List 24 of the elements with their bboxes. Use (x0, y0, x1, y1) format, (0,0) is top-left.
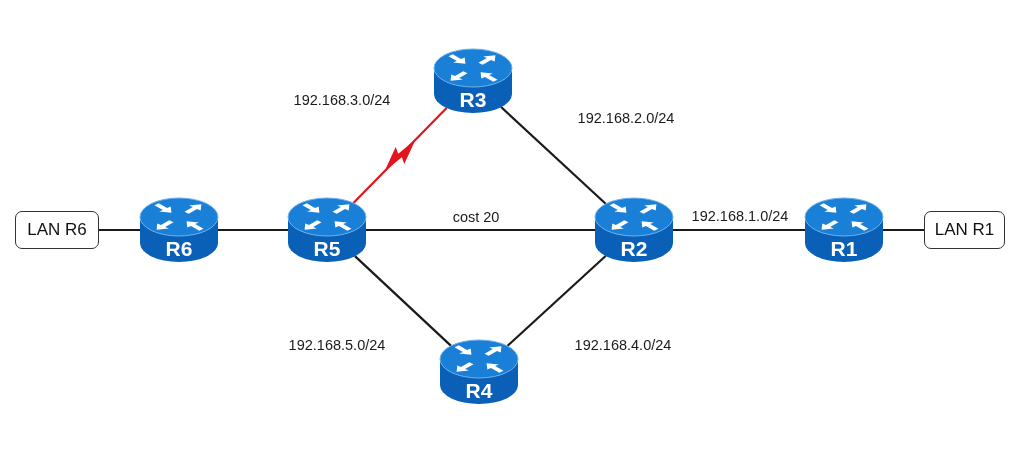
connection-line (99, 228, 140, 232)
node-label: LAN R6 (27, 220, 87, 240)
node-label: R2 (620, 237, 648, 261)
connection-line (500, 106, 607, 205)
connection-line (218, 228, 288, 232)
router-node (594, 197, 674, 263)
connection-line (673, 228, 805, 232)
router-node (439, 339, 519, 405)
node-label: R6 (165, 237, 193, 261)
connection-line (506, 255, 607, 347)
router-node (433, 48, 513, 114)
node-label: R4 (465, 379, 493, 403)
connection-line (883, 228, 924, 232)
node-label: LAN R1 (934, 220, 995, 240)
router-node (287, 197, 367, 263)
router-node (804, 197, 884, 263)
node-label: R3 (459, 88, 487, 112)
node-label: R5 (313, 237, 341, 261)
connection-line (354, 255, 452, 347)
node-label: R1 (830, 237, 858, 261)
lan-node (924, 211, 1005, 249)
router-node (139, 197, 219, 263)
lan-node (15, 211, 99, 249)
connection-line (366, 228, 595, 232)
